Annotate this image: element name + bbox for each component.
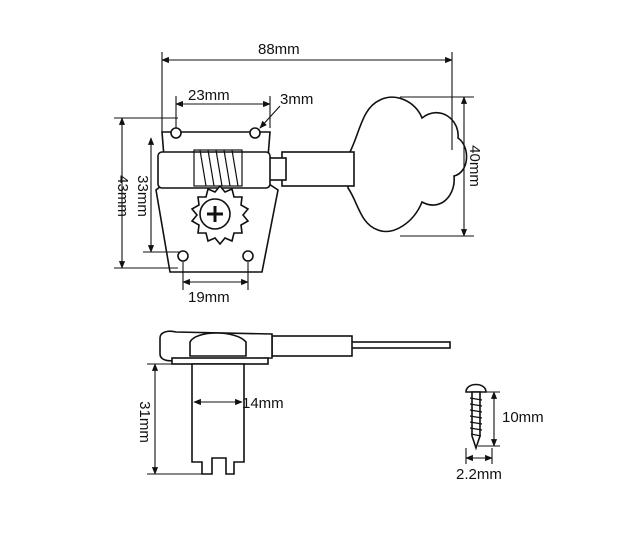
mounting-hole: [170, 127, 182, 139]
mounting-hole: [177, 250, 189, 262]
screw-head: [465, 383, 487, 393]
dimension-lines-side: [147, 363, 243, 475]
dimension-lines-top: [114, 52, 474, 290]
worm-coil: [193, 149, 243, 187]
label-screw-diameter: 2.2mm: [456, 466, 502, 483]
screw-cross-icon: [207, 206, 223, 222]
side-shaft: [271, 335, 353, 357]
label-key-height: 40mm: [466, 145, 483, 187]
tuner-shaft: [281, 151, 355, 187]
label-screw-length: 10mm: [502, 409, 544, 426]
screw-shank: [471, 391, 481, 451]
label-hole-spacing: 23mm: [188, 87, 230, 104]
tuner-key: [347, 96, 468, 233]
label-post-width: 14mm: [242, 395, 284, 412]
side-plate: [171, 357, 269, 365]
mounting-hole: [249, 127, 261, 139]
dimension-lines-screw: [465, 391, 500, 464]
wood-screw: [465, 383, 487, 451]
label-post-height: 33mm: [134, 175, 151, 217]
top-view: [155, 96, 468, 273]
label-plate-height: 43mm: [114, 175, 131, 217]
label-plate-bottom-width: 19mm: [188, 289, 230, 306]
side-gear-top: [189, 332, 247, 357]
mounting-hole: [242, 250, 254, 262]
label-post-length: 31mm: [136, 401, 153, 443]
label-hole-diameter: 3mm: [280, 91, 313, 108]
label-total-length: 88mm: [258, 41, 300, 58]
tuner-post: [191, 363, 245, 475]
side-view: [159, 330, 451, 475]
